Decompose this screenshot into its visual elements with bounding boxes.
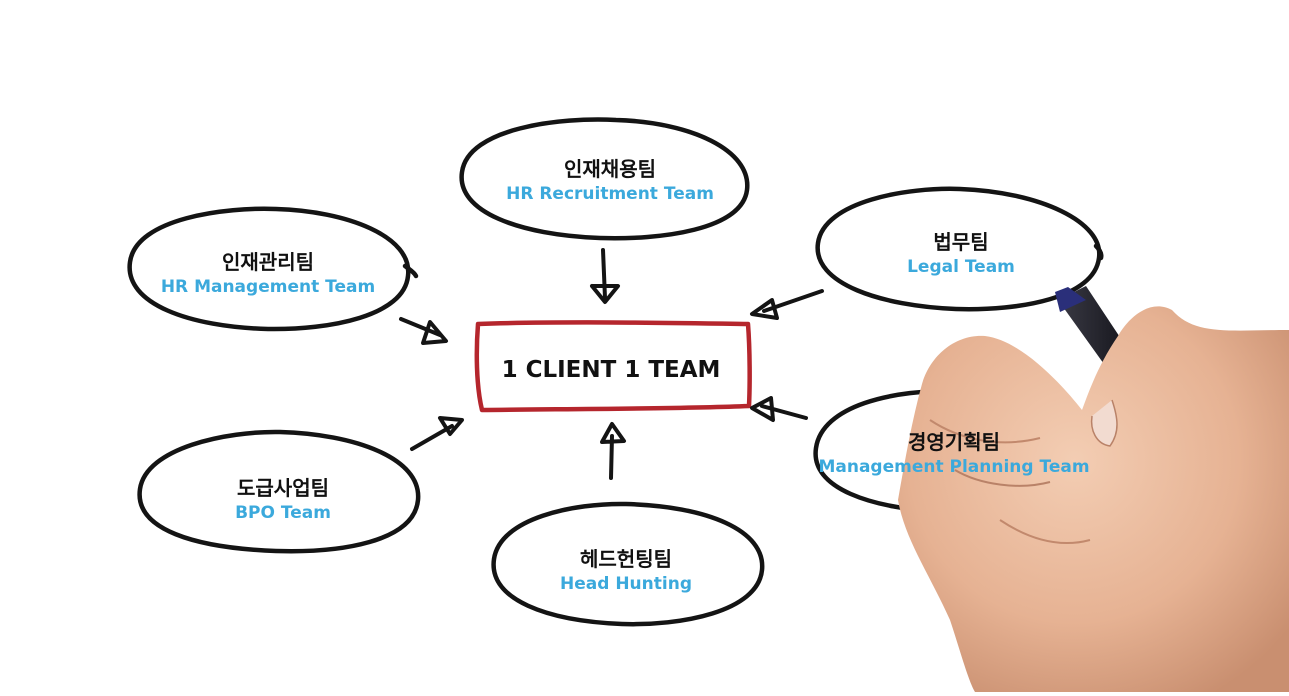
team-korean-name: 인재관리팀 (222, 250, 314, 274)
ellipse-management (127, 206, 411, 332)
team-node-hr-management: 인재관리팀 HR Management Team (161, 248, 375, 298)
arrow-from-headhunting (600, 422, 626, 480)
team-english-name: HR Management Team (160, 277, 376, 297)
team-node-management-planning: 경영기획팀 Management Planning Team (818, 428, 1089, 478)
ellipse-recruitment (459, 117, 750, 241)
team-node-legal: 법무팀 Legal Team (907, 228, 1015, 278)
team-node-bpo: 도급사업팀 BPO Team (235, 474, 331, 524)
team-korean-name: 인재채용팀 (563, 157, 656, 181)
ellipse-headhunting (491, 501, 765, 627)
team-korean-name: 경영기획팀 (908, 430, 1000, 454)
arrow-from-management (399, 317, 448, 345)
team-korean-name: 도급사업팀 (237, 476, 329, 500)
team-english-name: Head Hunting (560, 574, 692, 594)
team-english-name: Legal Team (907, 257, 1015, 277)
hand-shape (898, 306, 1289, 692)
team-korean-name: 헤드헌팅팀 (579, 547, 672, 571)
team-korean-name: 법무팀 (933, 230, 989, 254)
hand-with-marker-illustration (898, 286, 1289, 692)
team-english-name: BPO Team (235, 503, 331, 523)
marker-tip (1055, 287, 1086, 312)
arrow-from-planning (750, 396, 808, 422)
arrow-from-bpo (410, 416, 464, 451)
team-node-hr-recruitment: 인재채용팀 HR Recruitment Team (506, 155, 714, 205)
team-english-name: HR Recruitment Team (506, 184, 714, 204)
team-english-name: Management Planning Team (818, 457, 1090, 477)
arrow-from-legal (750, 289, 824, 320)
arrow-from-recruitment (590, 248, 620, 304)
team-node-head-hunting: 헤드헌팅팀 Head Hunting (560, 545, 692, 595)
center-label: 1 CLIENT 1 TEAM (501, 357, 721, 383)
ellipse-bpo (137, 429, 421, 554)
center-box (474, 320, 752, 413)
